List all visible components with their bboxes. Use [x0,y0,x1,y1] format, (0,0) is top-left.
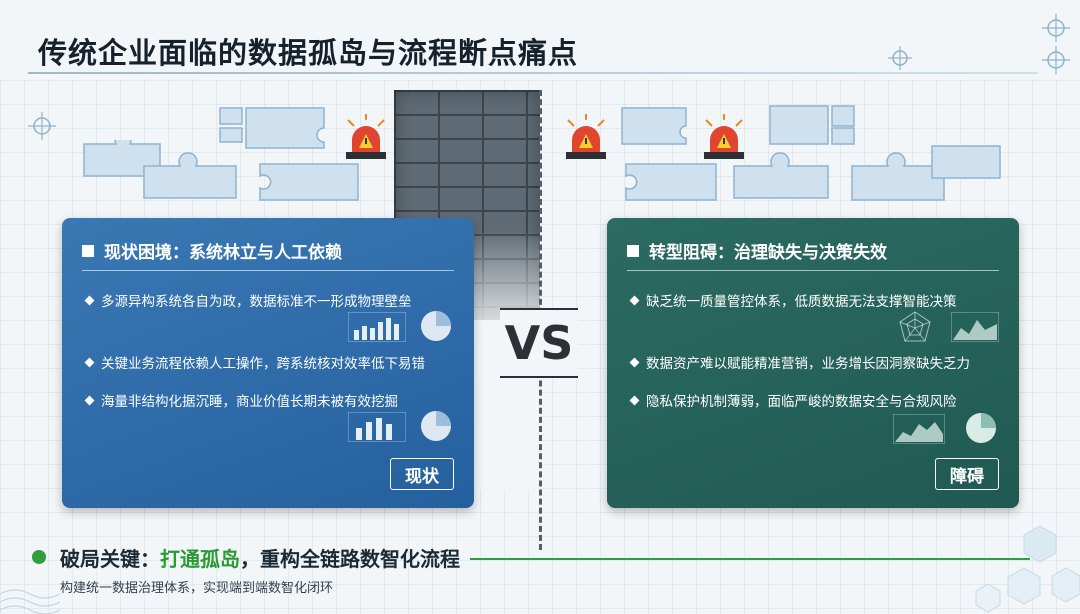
pie-chart-icon [966,413,996,443]
wave-lines-decoration [0,589,60,614]
crosshair-icon [1042,46,1070,74]
left-bullet-1-text: 多源异构系统各自为政，数据标准不一形成物理壁垒 [101,294,412,310]
puzzle-piece-icon [259,163,359,201]
status-badge-obstacle: 障碍 [935,458,999,490]
puzzle-piece-icon [245,107,325,149]
right-panel-heading-text: 转型阻碍：治理缺失与决策失效 [649,243,887,263]
siren-warning-icon [566,114,606,159]
left-bullet-2: 关键业务流程依赖人工操作，跨系统核对效率低下易错 [84,352,425,372]
left-bullet-3-text: 海量非结构化据沉睡，商业价值长期未被有效挖掘 [101,394,398,410]
right-panel-obstacles: 转型阻碍：治理缺失与决策失效 缺乏统一质量管控体系，低质数据无法支撑智能决策 数… [607,218,1019,508]
puzzle-piece-icon [851,152,945,201]
area-chart-icon [951,312,999,342]
left-panel-rule [82,270,454,271]
square-bullet-icon [627,244,639,257]
siren-warning-icon [346,114,386,159]
left-panel-current-state: 现状困境：系统林立与人工依赖 多源异构系统各自为政，数据标准不一形成物理壁垒 关… [62,218,474,508]
right-panel-rule [627,270,999,271]
square-bullet-icon [82,244,94,257]
diamond-bullet-icon [84,395,95,405]
right-bullet-2: 数据资产难以赋能精准营销，业务增长因洞察缺失乏力 [629,352,970,372]
diamond-bullet-icon [629,395,640,405]
bottom-key-title: 破局关键：打通孤岛，重构全链路数智化流程 [60,543,460,572]
diamond-bullet-icon [629,357,640,367]
right-bullet-1: 缺乏统一质量管控体系，低质数据无法支撑智能决策 [629,290,957,310]
bar-chart-icon [348,412,406,442]
puzzle-piece-icon [143,152,237,199]
right-bullet-2-text: 数据资产难以赋能精准营销，业务增长因洞察缺失乏力 [646,356,970,372]
bottom-title-prefix: 破局关键： [60,547,160,571]
green-dot-icon [32,550,46,564]
bottom-title-highlight: 打通孤岛 [160,547,240,571]
left-bullet-3: 海量非结构化据沉睡，商业价值长期未被有效挖掘 [84,390,398,410]
bottom-title-suffix: ，重构全链路数智化流程 [240,547,460,571]
diamond-bullet-icon [84,357,95,367]
crosshair-icon [888,46,912,70]
diamond-bullet-icon [84,295,95,305]
bottom-rule [470,558,1030,560]
pie-chart-icon [421,411,451,441]
puzzle-piece-icon [769,105,855,145]
bottom-subtitle: 构建统一数据治理体系，实现端到端数智化闭环 [60,581,334,596]
puzzle-piece-icon [733,152,829,199]
page-title: 传统企业面临的数据孤岛与流程断点痛点 [38,36,579,70]
puzzle-piece-icon [625,163,717,201]
hexagon-pattern-icon [975,525,1080,613]
siren-warning-icon [704,114,744,159]
right-panel-heading: 转型阻碍：治理缺失与决策失效 [627,238,887,263]
radar-chart-icon [899,311,931,342]
area-chart-icon [893,414,945,444]
puzzle-piece-icon [219,107,243,143]
left-bullet-2-text: 关键业务流程依赖人工操作，跨系统核对效率低下易错 [101,356,425,372]
puzzle-piece-icon [621,107,687,145]
puzzle-piece-icon [931,145,1001,179]
right-bullet-3-text: 隐私保护机制薄弱，面临严峻的数据安全与合规风险 [646,394,957,410]
puzzle-piece-icon [83,140,161,177]
diamond-bullet-icon [629,295,640,305]
title-underline [28,72,1038,74]
left-panel-heading: 现状困境：系统林立与人工依赖 [82,238,342,263]
bar-chart-icon [348,312,406,342]
right-bullet-3: 隐私保护机制薄弱，面临严峻的数据安全与合规风险 [629,390,957,410]
versus-label: VS [500,308,578,378]
left-panel-heading-text: 现状困境：系统林立与人工依赖 [104,243,342,263]
right-bullet-1-text: 缺乏统一质量管控体系，低质数据无法支撑智能决策 [646,294,957,310]
left-bullet-1: 多源异构系统各自为政，数据标准不一形成物理壁垒 [84,290,412,310]
crosshair-icon [1042,14,1070,42]
crosshair-icon [28,112,56,140]
status-badge-current: 现状 [390,458,454,490]
pie-chart-icon [421,311,451,341]
